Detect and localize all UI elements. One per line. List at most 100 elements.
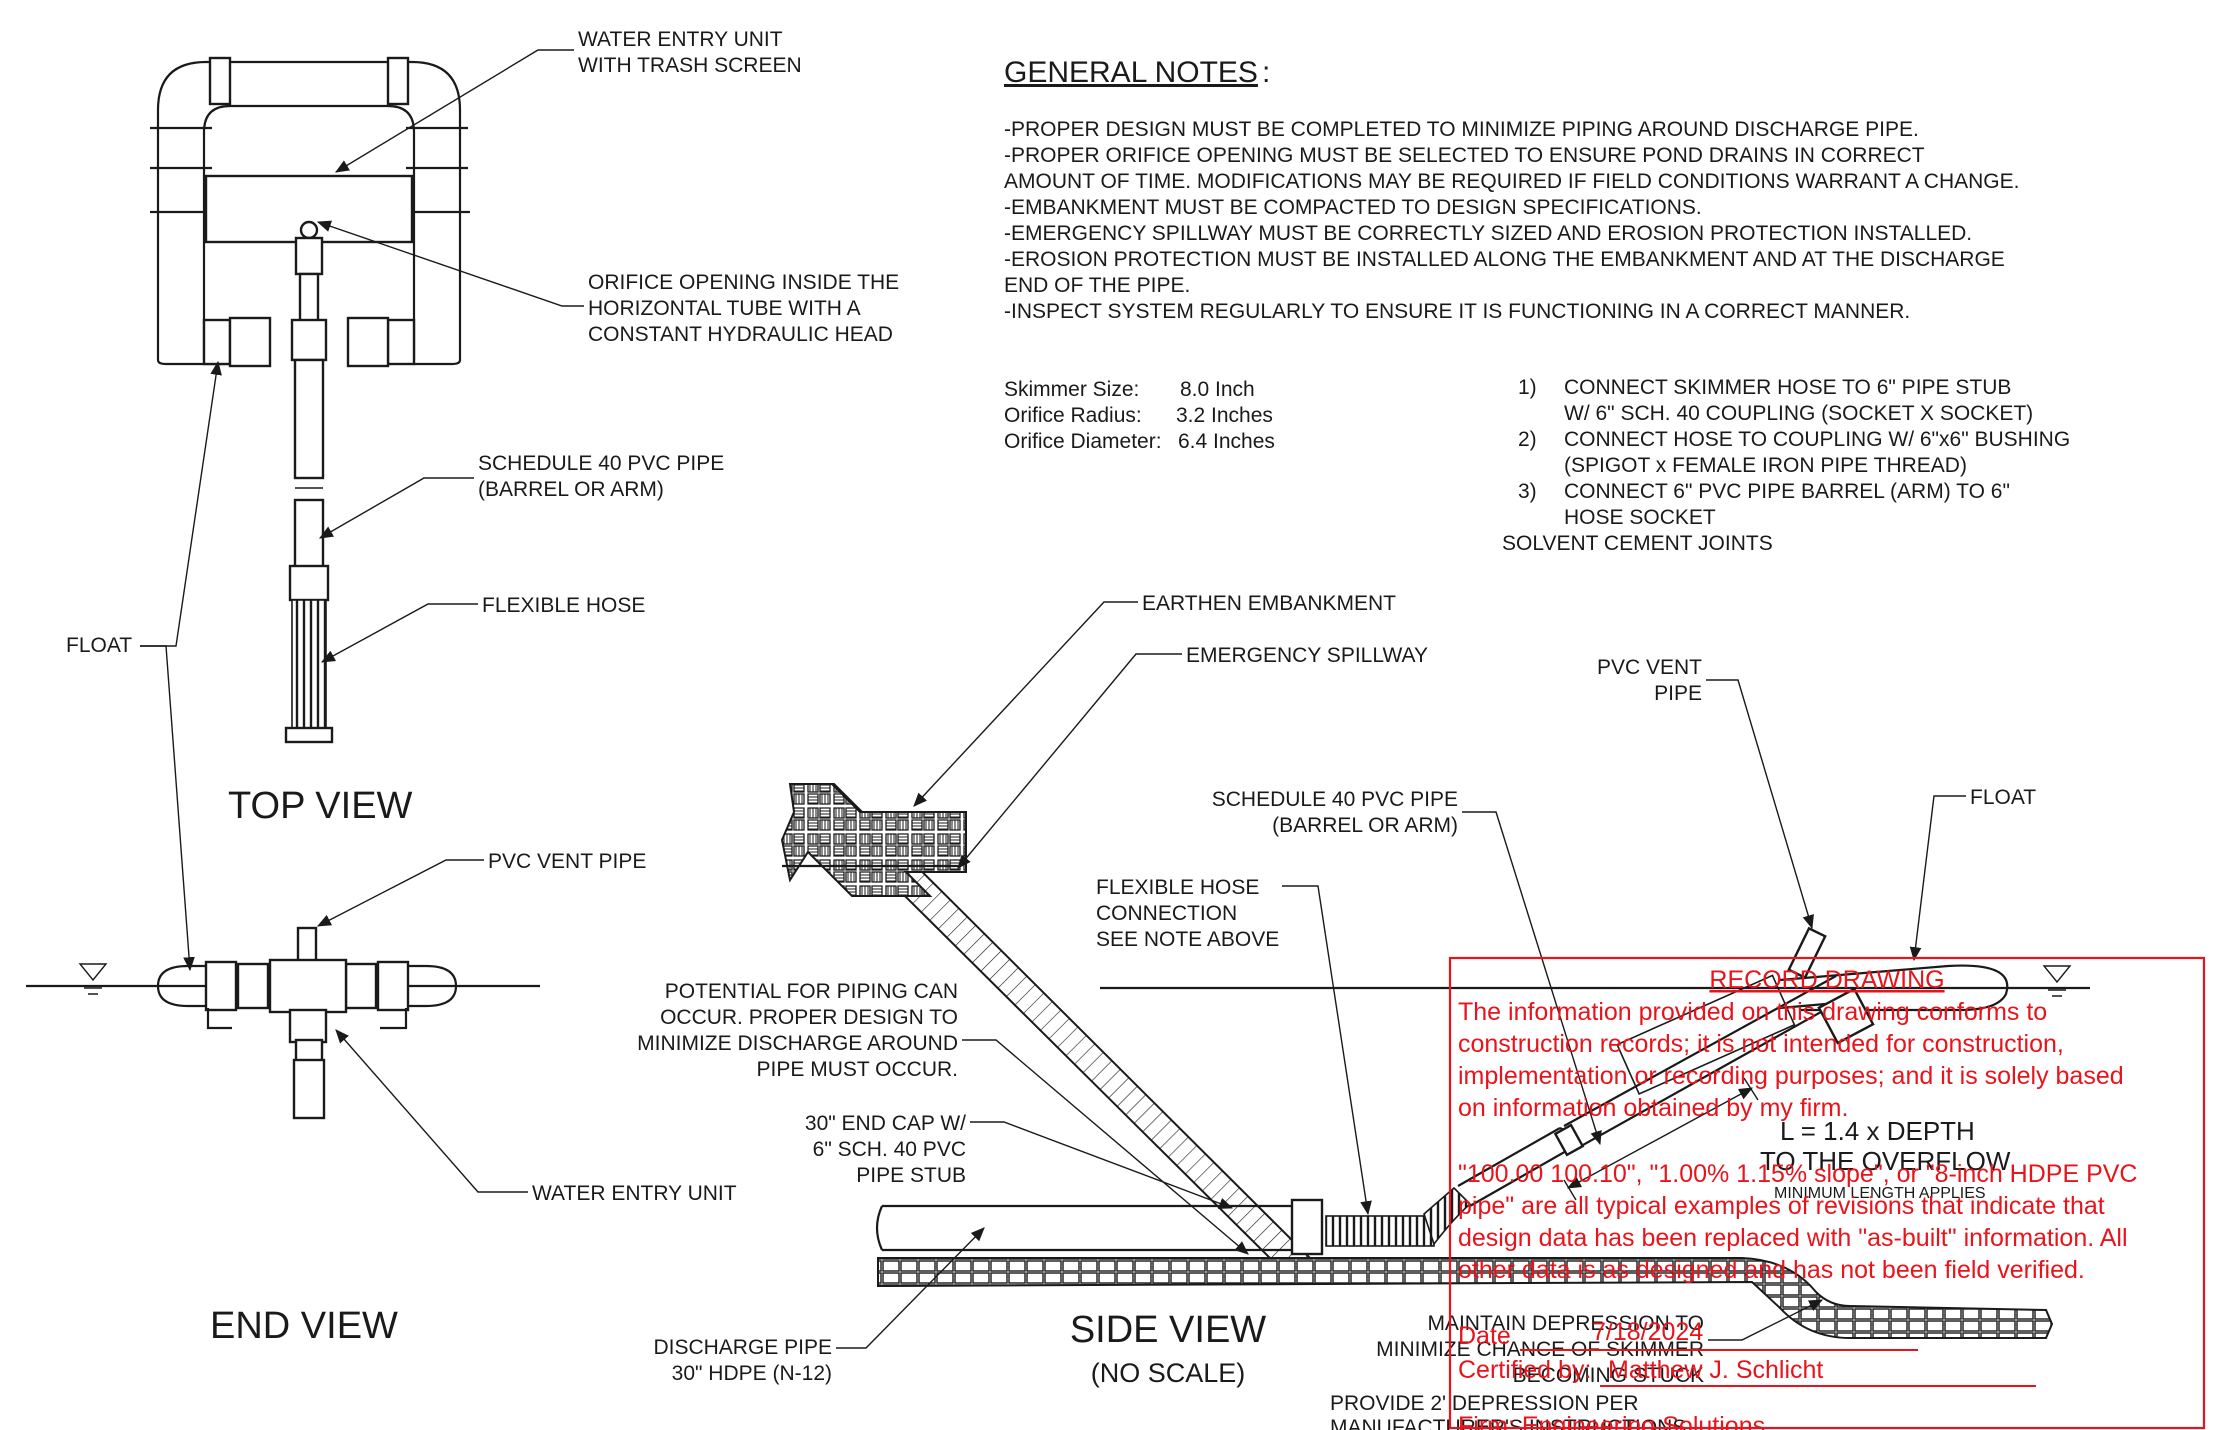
- end-view: [26, 926, 540, 1120]
- end-vent-leader: [316, 859, 484, 927]
- general-notes-colon: :: [1262, 56, 1270, 89]
- general-note-1: -PROPER DESIGN MUST BE COMPLETED TO MINI…: [1004, 118, 1919, 141]
- general-note-5: -EMERGENCY SPILLWAY MUST BE CORRECTLY SI…: [1004, 222, 1972, 245]
- side-flexible-hose: [1423, 1186, 1472, 1246]
- end-cap-leader: [970, 1121, 1234, 1209]
- record-stamp-p2-line4: other data is as designed and has not be…: [1458, 1256, 2085, 1284]
- record-stamp-p1-line2: construction records; it is not intended…: [1458, 1030, 2064, 1058]
- hose-connection-line3: SEE NOTE ABOVE: [1096, 928, 1279, 951]
- record-stamp-p2-line1: "100.00 100.10", "1.00% 1.15% slope", or…: [1458, 1160, 2137, 1188]
- side-float-callout: FLOAT: [1970, 786, 2036, 809]
- record-stamp-border: [1448, 956, 2206, 1430]
- emergency-spillway-riprap: [780, 783, 967, 897]
- depression-callout-line3: BECOMING STUCK: [1513, 1364, 1704, 1387]
- float-leader-end: [140, 645, 195, 972]
- earthen-embankment-callout: EARTHEN EMBANKMENT: [1142, 592, 1396, 615]
- depression-callout-line1: MAINTAIN DEPRESSION TO: [1427, 1312, 1704, 1335]
- orifice-callout-line2: HORIZONTAL TUBE WITH A: [588, 297, 861, 320]
- general-note-7: END OF THE PIPE.: [1004, 274, 1190, 297]
- record-drawing-stamp: RECORD DRAWING The information provided …: [1448, 956, 2206, 1430]
- record-stamp-certified-label: Certified by:: [1458, 1356, 1591, 1384]
- spillway-leader: [957, 653, 1182, 869]
- piping-callout-line3: MINIMIZE DISCHARGE AROUND: [637, 1032, 958, 1055]
- orifice-radius-label: Orifice Radius:: [1004, 404, 1142, 427]
- side-view-title: SIDE VIEW: [1070, 1309, 1266, 1351]
- side-vent-callout-line2: PIPE: [1654, 682, 1702, 705]
- hose-connection-leader: [1282, 885, 1372, 1216]
- skimmer-size-label: Skimmer Size:: [1004, 378, 1139, 401]
- water-entry-callout-line2: WITH TRASH SCREEN: [578, 54, 802, 77]
- top-view-barrel: [284, 220, 334, 744]
- piping-callout-line1: POTENTIAL FOR PIPING CAN: [665, 980, 958, 1003]
- minimum-length-note: MINIMUM LENGTH APPLIES: [1774, 1185, 1986, 1202]
- record-stamp-p1-line3: implementation or recording purposes; an…: [1458, 1062, 2124, 1090]
- water-level-symbol-side: [2042, 965, 2072, 997]
- pvc-pipe-callout-line2: (BARREL OR ARM): [478, 478, 664, 501]
- water-entry-leader: [335, 49, 574, 173]
- record-stamp-title: RECORD DRAWING: [1709, 966, 1944, 994]
- side-float-leader: [1909, 795, 1966, 962]
- side-pvc-pipe-callout-line2: (BARREL OR ARM): [1272, 814, 1458, 837]
- float-callout: FLOAT: [66, 634, 132, 657]
- side-float: [1779, 964, 2009, 1012]
- length-dimension: [1566, 1087, 1754, 1189]
- side-view: [780, 783, 2090, 1339]
- record-stamp-firm: Firm: Engineering Solutions: [1458, 1412, 1765, 1430]
- orifice-callout-line1: ORIFICE OPENING INSIDE THE: [588, 271, 899, 294]
- record-stamp-p2-line3: design data has been replaced with "as-b…: [1458, 1224, 2128, 1252]
- step-3-line2: HOSE SOCKET: [1564, 506, 1716, 529]
- step-2-line2: (SPIGOT x FEMALE IRON PIPE THREAD): [1564, 454, 1967, 477]
- piping-callout-line4: PIPE MUST OCCUR.: [757, 1058, 958, 1081]
- top-view-title: TOP VIEW: [228, 785, 413, 827]
- skimmer-size-value: 8.0 Inch: [1180, 378, 1255, 401]
- discharge-callout-line2: 30" HDPE (N-12): [672, 1362, 832, 1385]
- top-view: [150, 56, 470, 744]
- orifice-diameter-label: Orifice Diameter:: [1004, 430, 1162, 453]
- general-note-8: -INSPECT SYSTEM REGULARLY TO ENSURE IT I…: [1004, 300, 1910, 323]
- end-cap-callout-line1: 30" END CAP W/: [805, 1112, 966, 1135]
- end-cap-callout-line3: PIPE STUB: [856, 1164, 966, 1187]
- float-leader-top: [140, 360, 222, 647]
- provide-callout-line1: PROVIDE 2' DEPRESSION PER: [1330, 1392, 1639, 1415]
- depression-leader: [1708, 1299, 1824, 1341]
- general-notes-heading: GENERAL NOTES: [1004, 56, 1258, 89]
- step-2-line1: CONNECT HOSE TO COUPLING W/ 6"x6" BUSHIN…: [1564, 428, 2070, 451]
- step-2-number: 2): [1518, 428, 1537, 451]
- general-note-3: AMOUNT OF TIME. MODIFICATIONS MAY BE REQ…: [1004, 170, 2020, 193]
- ground-riprap: [877, 1257, 2054, 1339]
- step-3-line1: CONNECT 6" PVC PIPE BARREL (ARM) TO 6": [1564, 480, 2010, 503]
- record-stamp-certified-value: Matthew J. Schlicht: [1608, 1356, 1823, 1384]
- side-view-subtitle: (NO SCALE): [1091, 1358, 1246, 1388]
- end-cap-callout-line2: 6" SCH. 40 PVC: [813, 1138, 966, 1161]
- general-note-6: -EROSION PROTECTION MUST BE INSTALLED AL…: [1004, 248, 2005, 271]
- record-stamp-date-value: 7/18/2024: [1592, 1318, 1703, 1346]
- water-entry-callout-line1: WATER ENTRY UNIT: [578, 28, 783, 51]
- side-barrel-arm: [1457, 1127, 1569, 1207]
- piping-callout-line2: OCCUR. PROPER DESIGN TO: [660, 1006, 958, 1029]
- step-1-line1: CONNECT SKIMMER HOSE TO 6" PIPE STUB: [1564, 376, 2011, 399]
- pvc-pipe-callout-line1: SCHEDULE 40 PVC PIPE: [478, 452, 724, 475]
- end-view-title: END VIEW: [210, 1305, 398, 1347]
- end-view-water-entry-callout: WATER ENTRY UNIT: [532, 1182, 737, 1205]
- side-pvc-pipe-callout-line1: SCHEDULE 40 PVC PIPE: [1212, 788, 1458, 811]
- side-vent-callout-line1: PVC VENT: [1597, 656, 1702, 679]
- embankment-leader: [913, 601, 1138, 807]
- side-pvc-leader: [1462, 811, 1602, 1146]
- emergency-spillway-callout: EMERGENCY SPILLWAY: [1186, 644, 1428, 667]
- step-1-line2: W/ 6" SCH. 40 COUPLING (SOCKET X SOCKET): [1564, 402, 2033, 425]
- record-stamp-p1-line1: The information provided on this drawing…: [1458, 998, 2047, 1026]
- steps-footer: SOLVENT CEMENT JOINTS: [1502, 532, 1773, 555]
- step-1-number: 1): [1518, 376, 1537, 399]
- orifice-diameter-value: 6.4 Inches: [1178, 430, 1275, 453]
- record-stamp-p2-line2: pipe" are all typical examples of revisi…: [1458, 1192, 2105, 1220]
- general-note-2: -PROPER ORIFICE OPENING MUST BE SELECTED…: [1004, 144, 1925, 167]
- side-vent-leader: [1706, 679, 1814, 930]
- water-level-symbol-end: [78, 963, 108, 995]
- general-note-4: -EMBANKMENT MUST BE COMPACTED TO DESIGN …: [1004, 196, 1702, 219]
- pvc-pipe-leader: [318, 477, 474, 539]
- provide-callout-line2: MANUFACTURER'S INSTRUCTIONS: [1330, 1416, 1686, 1430]
- flexible-hose-callout: FLEXIBLE HOSE: [482, 594, 645, 617]
- end-view-vent-callout: PVC VENT PIPE: [488, 850, 646, 873]
- orifice-leader: [316, 220, 584, 307]
- length-formula-line1: L = 1.4 x DEPTH: [1780, 1116, 1975, 1146]
